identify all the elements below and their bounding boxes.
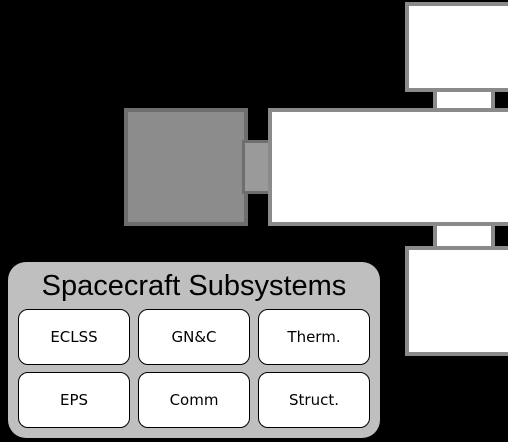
subsystem-box-structure: Struct. bbox=[258, 372, 370, 428]
central-module bbox=[268, 108, 508, 226]
subsystem-box-gnc: GN&C bbox=[138, 309, 250, 365]
subsystems-panel: Spacecraft Subsystems ECLSS GN&C Therm. … bbox=[8, 262, 380, 438]
subsystem-label: Comm bbox=[169, 391, 219, 409]
subsystem-box-thermal: Therm. bbox=[258, 309, 370, 365]
subsystem-box-eclss: ECLSS bbox=[18, 309, 130, 365]
subsystem-label: Therm. bbox=[287, 328, 341, 346]
subsystem-label: GN&C bbox=[171, 328, 217, 346]
subsystem-label: Struct. bbox=[289, 391, 339, 409]
subsystem-box-comm: Comm bbox=[138, 372, 250, 428]
subsystem-label: EPS bbox=[59, 391, 89, 409]
side-gray-module bbox=[124, 108, 248, 226]
top-module bbox=[405, 2, 508, 92]
subsystem-label: ECLSS bbox=[50, 328, 98, 346]
panel-title: Spacecraft Subsystems bbox=[41, 270, 347, 302]
subsystem-box-eps: EPS bbox=[18, 372, 130, 428]
bottom-module bbox=[405, 246, 508, 356]
